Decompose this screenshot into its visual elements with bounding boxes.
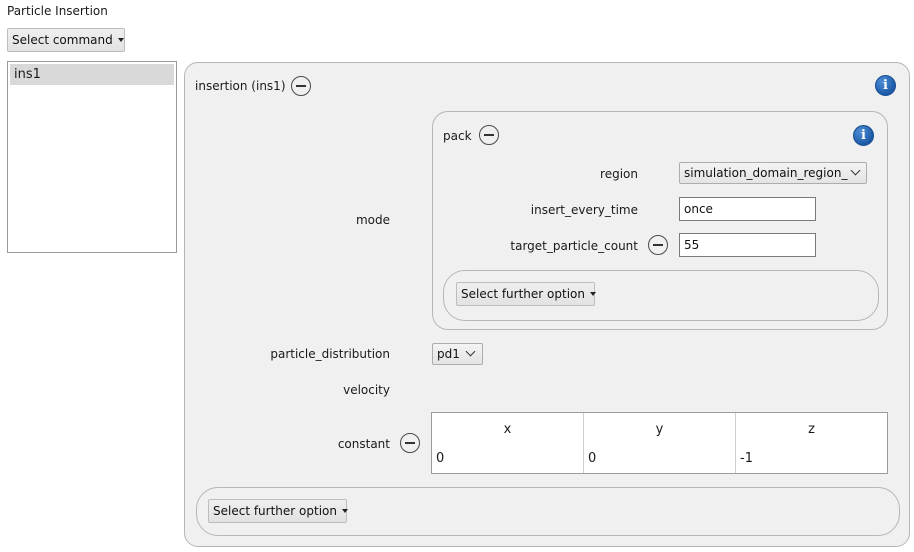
remove-target-particle-count-icon[interactable] [648, 235, 668, 255]
velocity-label: velocity [343, 383, 390, 397]
constant-label: constant [337, 437, 390, 451]
constant-table: x 0 y 0 z -1 [431, 412, 888, 474]
insert-every-time-label: insert_every_time [530, 203, 638, 217]
table-column-z[interactable]: z -1 [736, 413, 887, 473]
insertion-panel: insertion (ins1) i mode pack i region si… [184, 62, 910, 547]
pack-further-option-panel: Select further option [443, 270, 879, 321]
pack-panel: pack i region simulation_domain_region_ … [432, 111, 888, 330]
particle-distribution-value: pd1 [437, 347, 460, 361]
chevron-down-icon [465, 346, 476, 357]
caret-down-icon [117, 38, 124, 42]
remove-pack-icon[interactable] [479, 125, 499, 145]
table-column-y[interactable]: y 0 [584, 413, 736, 473]
insertion-further-option-label: Select further option [213, 504, 337, 518]
chevron-down-icon [850, 165, 861, 176]
pack-select-further-option-button[interactable]: Select further option [456, 282, 596, 306]
insertion-select-further-option-button[interactable]: Select further option [208, 499, 348, 523]
select-command-label: Select command [12, 33, 113, 47]
target-particle-count-field[interactable]: 55 [679, 233, 816, 257]
info-icon[interactable]: i [853, 125, 874, 146]
command-list[interactable]: ins1 [7, 61, 177, 253]
remove-insertion-icon[interactable] [291, 76, 311, 96]
select-command-button[interactable]: Select command [7, 28, 125, 52]
particle-distribution-select[interactable]: pd1 [432, 343, 483, 365]
table-column-x[interactable]: x 0 [432, 413, 584, 473]
caret-down-icon [589, 292, 596, 296]
caret-down-icon [341, 509, 348, 513]
table-header: x [503, 422, 512, 437]
list-item[interactable]: ins1 [10, 64, 174, 85]
table-header: z [808, 422, 815, 437]
target-particle-count-label: target_particle_count [510, 239, 638, 253]
insertion-title: insertion (ins1) [195, 79, 286, 93]
insertion-further-option-panel: Select further option [196, 487, 900, 536]
page-title: Particle Insertion [7, 4, 108, 18]
table-cell[interactable]: -1 [740, 451, 753, 466]
region-value: simulation_domain_region_ [684, 166, 848, 180]
mode-label: mode [355, 213, 390, 227]
table-cell[interactable]: 0 [436, 451, 445, 466]
table-cell[interactable]: 0 [588, 451, 597, 466]
region-select[interactable]: simulation_domain_region_ [679, 162, 867, 184]
info-icon[interactable]: i [875, 75, 896, 96]
pack-title: pack [443, 129, 472, 143]
particle-distribution-label: particle_distribution [270, 347, 390, 361]
table-header: y [655, 422, 664, 437]
region-label: region [600, 167, 638, 181]
remove-constant-icon[interactable] [400, 433, 420, 453]
pack-further-option-label: Select further option [461, 287, 585, 301]
insert-every-time-field[interactable]: once [679, 197, 816, 221]
